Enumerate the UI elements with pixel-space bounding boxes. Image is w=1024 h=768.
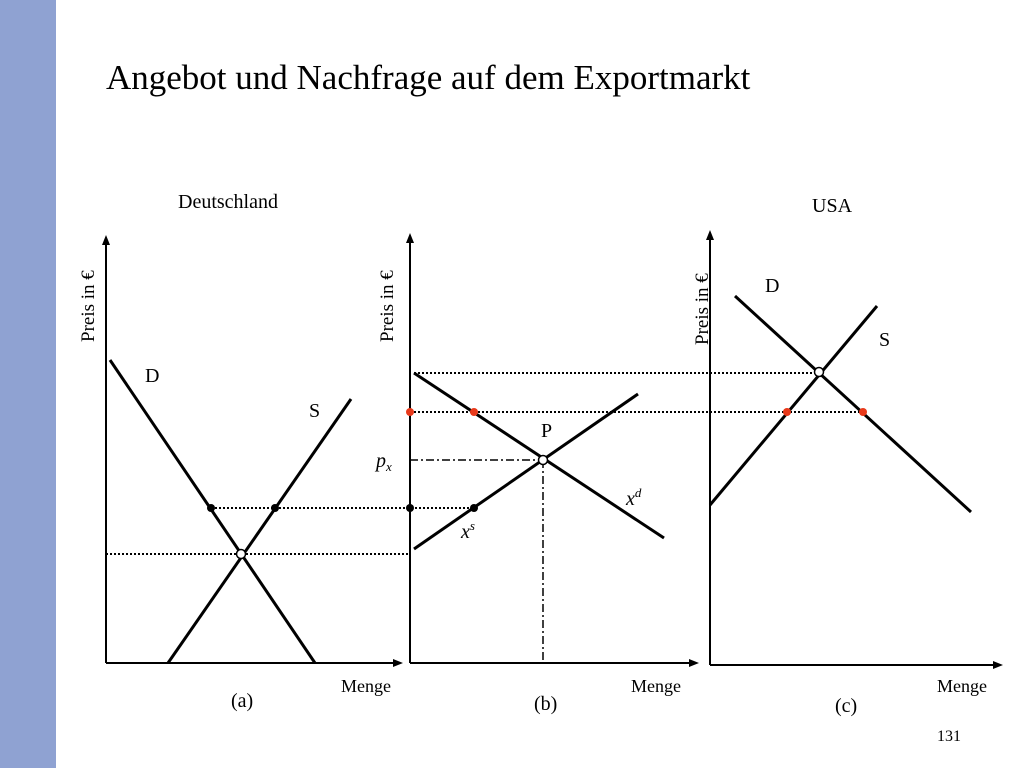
panel-c-demand-curve: [733, 294, 973, 514]
panel-b-origin-point: [406, 504, 414, 512]
side-accent-band: [0, 0, 56, 768]
panel-b-supply-point: [470, 504, 478, 512]
panel-b-red-origin-point: [406, 408, 414, 416]
panel-b-y-axis-label: Preis in €: [377, 270, 398, 342]
panel-c-y-axis-label: Preis in €: [692, 273, 713, 345]
panel-c-caption: (c): [835, 695, 858, 717]
panel-b-x-axis-label: Menge: [631, 676, 681, 696]
panel-a-supply-curve: [166, 398, 353, 664]
panel-b-export-demand-label: xd: [626, 485, 642, 510]
panel-b-equilibrium-point: [537, 454, 549, 466]
panel-c-red-demand-point: [859, 408, 867, 416]
panel-b-export-demand-curve: [413, 371, 665, 540]
panel-a-caption: (a): [231, 690, 254, 712]
panel-c-supply-curve: [708, 305, 879, 506]
panel-b-price-label: px: [376, 450, 392, 474]
panel-a-country-label: Deutschland: [178, 191, 278, 213]
panel-c-country-label: USA: [812, 195, 853, 217]
panel-b-export-supply-curve: [413, 392, 639, 551]
slide-title: Angebot und Nachfrage auf dem Exportmark…: [106, 58, 751, 97]
panel-b-export-supply-label: xs: [461, 518, 475, 543]
panel-b-red-demand-point: [470, 408, 478, 416]
panel-c-equilibrium-point: [813, 366, 825, 378]
panel-c-red-supply-point: [783, 408, 791, 416]
panel-c-x-axis-label: Menge: [937, 676, 987, 696]
panel-a-supply-label: S: [309, 400, 321, 422]
panel-c-supply-label: S: [879, 329, 891, 351]
page-number: 131: [937, 728, 961, 745]
panel-a-y-axis-label: Preis in €: [78, 270, 99, 342]
panel-b-caption: (b): [534, 693, 558, 715]
panel-b-equilibrium-label: P: [541, 420, 553, 442]
panel-a-demand-label: D: [145, 365, 160, 387]
panel-a-supply-point: [271, 504, 279, 512]
panel-c-demand-label: D: [765, 275, 780, 297]
panel-a-demand-point: [207, 504, 215, 512]
panel-a-equilibrium-point: [235, 548, 247, 560]
panel-a-x-axis-label: Menge: [341, 676, 391, 696]
